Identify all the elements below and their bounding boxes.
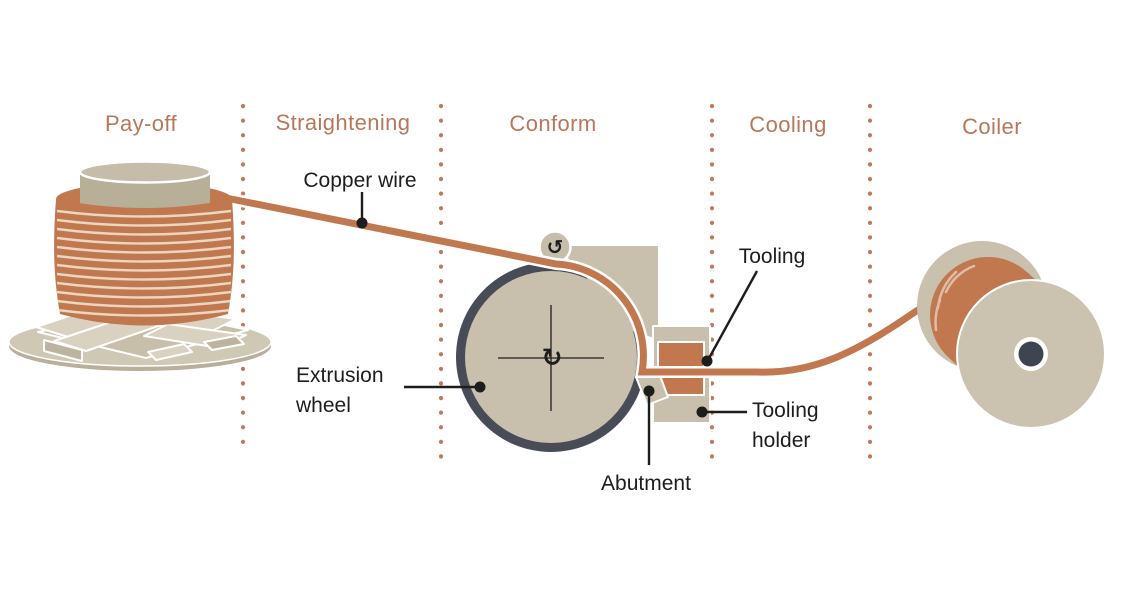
tooling-dot xyxy=(701,355,713,367)
wire xyxy=(215,192,960,376)
extrusion-wheel-dot xyxy=(474,381,486,393)
annotation-copper-wire: Copper wire xyxy=(303,169,417,229)
tooling-label: Tooling xyxy=(739,245,806,268)
abutment-dot xyxy=(643,385,655,397)
pallet-stringer xyxy=(203,335,245,351)
coil-winding-stripes xyxy=(56,209,232,317)
coil-core-top xyxy=(78,160,212,184)
wheel-rotation-icon: ↻ xyxy=(542,343,563,372)
pay-off-assembly xyxy=(8,160,272,371)
spool-winding-highlights xyxy=(934,264,976,332)
stage-label-pay-off: Pay-off xyxy=(105,111,178,136)
stage-label-straightening: Straightening xyxy=(276,110,411,135)
stage-label-conform: Conform xyxy=(509,111,596,136)
annotation-tooling-holder: Tooling holder xyxy=(696,399,819,452)
copper-wire-path xyxy=(214,190,960,379)
abutment-label: Abutment xyxy=(601,472,691,495)
tooling-holder-label-line1: Tooling xyxy=(752,399,819,422)
stage-separators xyxy=(240,103,873,463)
stage-headers: Pay-off Straightening Conform Cooling Co… xyxy=(105,110,1022,139)
stage-label-cooling: Cooling xyxy=(749,112,826,137)
tooling-holder-dot xyxy=(696,406,708,418)
spool-hub xyxy=(1018,341,1044,367)
feed-rotation-icon: ↺ xyxy=(547,235,564,259)
pallet-stringer xyxy=(43,339,83,362)
annotations: Copper wire Extrusion wheel Abutment Too… xyxy=(295,169,819,495)
stage-label-coiler: Coiler xyxy=(962,114,1022,139)
extrusion-wheel-label-line1: Extrusion xyxy=(296,364,384,387)
tooling-leader xyxy=(706,270,759,361)
annotation-tooling: Tooling xyxy=(701,245,806,367)
tooling-holder-label-line2: holder xyxy=(752,429,810,452)
annotation-extrusion-wheel: Extrusion wheel xyxy=(295,364,486,417)
coiler-spool xyxy=(917,241,1106,429)
copper-wire-dot xyxy=(356,217,368,229)
annotation-abutment: Abutment xyxy=(601,385,691,495)
copper-wire-label: Copper wire xyxy=(303,169,416,192)
pallet-block xyxy=(147,343,193,361)
extrusion-wheel-label-line2: wheel xyxy=(295,394,351,417)
